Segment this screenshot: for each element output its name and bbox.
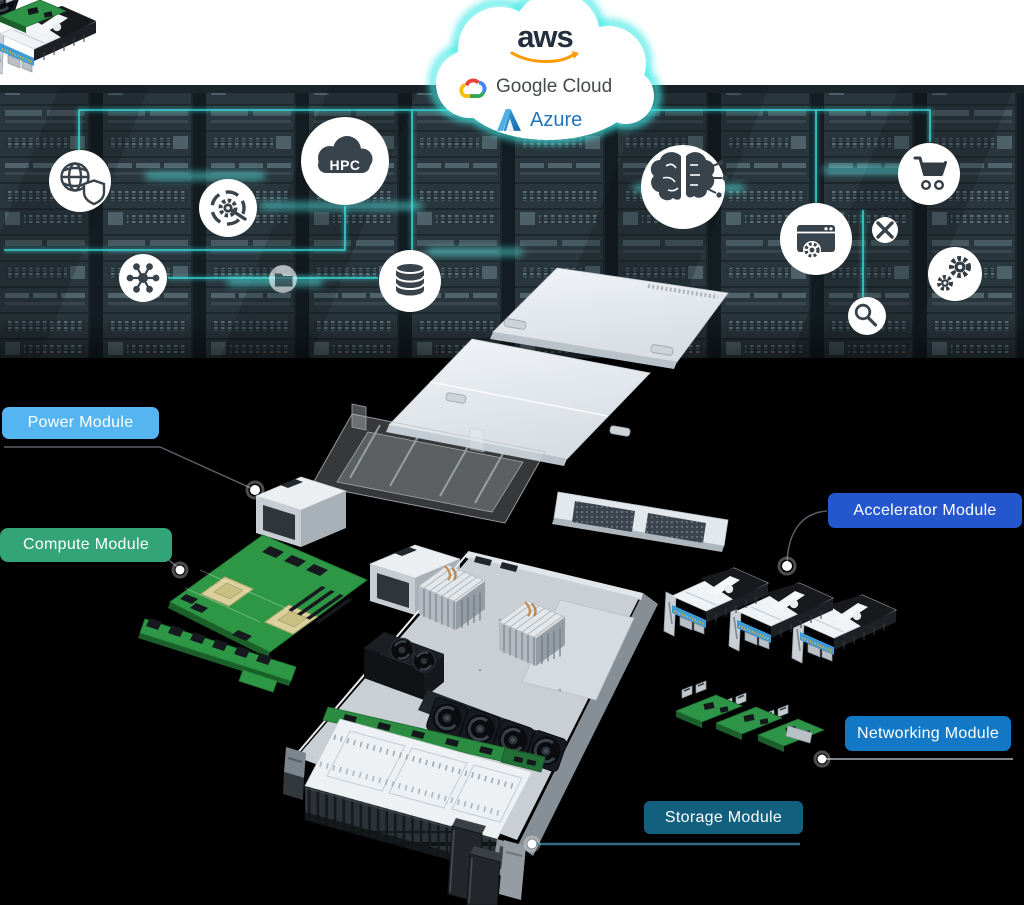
small-board [238, 669, 278, 693]
power-module-label: Power Module [2, 407, 159, 439]
globe-shield-icon [49, 150, 111, 212]
gears-icon [928, 247, 982, 301]
top-cover-rear [490, 267, 729, 369]
cpu-heatsink [418, 564, 486, 630]
networking-cards-3 [0, 0, 825, 753]
cpu-socket [199, 576, 255, 607]
rear-frame [552, 491, 729, 552]
leader-dot [171, 480, 831, 853]
google-cloud-logo: Google Cloud [458, 72, 612, 102]
nic-connector [785, 725, 813, 744]
drive-backplane [322, 706, 546, 773]
drive-tray-cap [499, 840, 526, 900]
drive-cage-top [304, 718, 533, 840]
azure-logo: Azure [496, 107, 582, 133]
top-cover-front [386, 338, 651, 466]
air-shroud [311, 403, 546, 524]
ai-brain-circuit-icon [641, 145, 728, 229]
power-distribution-board [138, 618, 297, 693]
google-cloud-text: Google Cloud [496, 76, 613, 97]
fan-module [364, 632, 444, 700]
pulled-drive [466, 846, 504, 905]
aws-logo: aws [487, 19, 603, 66]
storage-module-label: Storage Module [644, 801, 803, 834]
psu-1 [254, 476, 348, 547]
google-cloud-icon [459, 78, 487, 99]
chassis-2u [0, 0, 658, 905]
hpc-cloud-icon: HPC [301, 117, 389, 205]
tools-cross-icon [872, 217, 898, 243]
hpc-label: HPC [329, 157, 360, 173]
fan-wall [0, 0, 570, 775]
cloud-shape [429, 0, 661, 144]
azure-text: Azure [530, 108, 583, 131]
database-icon [379, 250, 441, 312]
chassis-left-ear [283, 747, 306, 800]
leader-lines [4, 446, 1013, 853]
rack-icons: HPC [49, 117, 982, 335]
folder-icon [269, 265, 297, 293]
browser-gear-icon [780, 203, 852, 275]
aws-smile-icon [510, 51, 579, 63]
networking-module-label: Networking Module [845, 716, 1011, 751]
shopping-cart-icon [898, 143, 960, 205]
accelerator-module-label: Accelerator Module [828, 493, 1022, 528]
motherboard-dual-socket [168, 534, 368, 658]
aws-logo-text: aws [517, 19, 574, 54]
azure-icon [497, 109, 521, 131]
compute-module-label: Compute Module [0, 528, 172, 562]
network-hub-icon [119, 254, 167, 302]
search-icon [848, 297, 886, 335]
performance-gauge-icon [199, 179, 257, 237]
